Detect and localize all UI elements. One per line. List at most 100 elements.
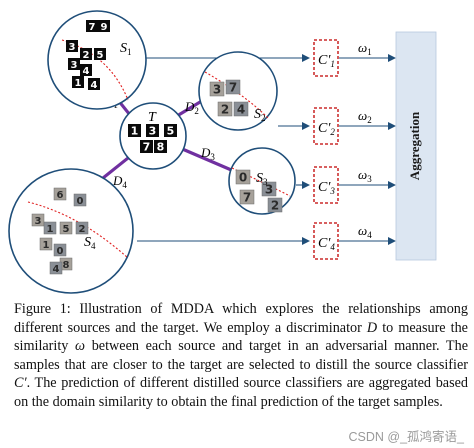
digit-glyph: 6 <box>57 190 64 201</box>
classifier-label: C′ <box>318 236 331 251</box>
digit-glyph: 8 <box>157 141 165 154</box>
digit-thumbnail <box>39 237 53 251</box>
digit-thumbnail <box>80 64 92 76</box>
digit-glyph: 4 <box>83 66 90 77</box>
digit-glyph: 8 <box>63 260 70 271</box>
weight-w2: ω2 <box>358 108 372 125</box>
digit-glyph: 7 <box>89 22 96 33</box>
digit-glyph: 0 <box>77 196 84 207</box>
classifier-sub: 4 <box>330 242 335 252</box>
classifier-label: C′ <box>318 180 331 195</box>
sample-digits: 0 37 2 <box>235 169 283 212</box>
watermark: CSDN @_孤鸿寄语_ <box>348 430 465 444</box>
svg-text:C′2: C′2 <box>318 121 335 137</box>
digit-thumbnail <box>140 140 153 153</box>
digit-thumbnail <box>72 76 84 88</box>
digit-glyph: 2 <box>83 50 90 61</box>
digit-glyph: 2 <box>271 198 279 212</box>
digit-thumbnail <box>68 58 80 70</box>
classifier-sub: 2 <box>330 127 335 137</box>
figure-caption: Figure 1: Illustration of MDDA which exp… <box>14 301 468 410</box>
digit-thumbnail <box>53 243 67 257</box>
digit-glyph: 1 <box>131 125 139 138</box>
digit-glyph: 7 <box>143 141 151 154</box>
digit-thumbnail <box>225 79 241 95</box>
digit-glyph: 1 <box>75 78 82 89</box>
digit-glyph: 1 <box>47 224 54 235</box>
digit-glyph: 3 <box>35 216 42 227</box>
digit-glyph: 3 <box>213 82 221 96</box>
digit-glyph: 5 <box>97 50 104 61</box>
digit-glyph: 5 <box>63 224 70 235</box>
digit-thumbnail <box>73 193 87 207</box>
digit-glyph: 7 <box>229 80 237 94</box>
digit-glyph: 3 <box>265 182 273 196</box>
digit-glyph: 4 <box>53 264 60 275</box>
classifier-sub: 3 <box>329 186 335 196</box>
digit-glyph: 3 <box>71 60 78 71</box>
classifier-c3: C′3 <box>313 166 339 204</box>
svg-text:C′3: C′3 <box>318 180 335 196</box>
weight-w1: ω1 <box>358 40 372 57</box>
digit-thumbnail <box>233 101 249 117</box>
classifier-sub: 1 <box>330 59 335 69</box>
digit-thumbnail <box>239 189 255 205</box>
weight-arrows <box>339 54 396 245</box>
digit-glyph: 2 <box>221 102 229 116</box>
digit-glyph: 4 <box>91 80 98 91</box>
domain-label: T <box>148 110 157 125</box>
distance-d2: D2 <box>184 99 199 116</box>
digit-glyph: 9 <box>101 22 108 33</box>
digit-glyph: 7 <box>243 190 251 204</box>
digit-thumbnail <box>86 20 98 32</box>
domain-s3: 0 37 2 S3 <box>228 147 296 215</box>
digit-thumbnail <box>94 48 106 60</box>
classifier-label: C′ <box>318 121 331 136</box>
mdda-figure: Aggregation C′1 C′2 C′3 C′4 ω1 ω2 ω3 ω4 … <box>8 10 437 294</box>
domain-label: S1 <box>120 41 132 57</box>
digit-thumbnail <box>75 221 89 235</box>
digit-thumbnail <box>59 221 73 235</box>
digit-thumbnail <box>98 20 110 32</box>
digit-thumbnail <box>128 124 141 137</box>
digit-glyph: 3 <box>69 42 76 53</box>
digit-glyph: 0 <box>239 170 247 184</box>
digit-glyph: 0 <box>57 246 64 257</box>
decision-curve <box>204 71 269 119</box>
digit-thumbnail <box>80 48 92 60</box>
svg-text:C′4: C′4 <box>318 236 335 252</box>
digit-glyph: 5 <box>167 125 175 138</box>
digit-thumbnail <box>31 213 45 227</box>
classifier-label: C′ <box>318 53 331 68</box>
weight-labels: ω1 ω2 ω3 ω4 <box>358 40 372 240</box>
classifier-c2: C′2 <box>313 107 339 145</box>
domain-label: S2 <box>254 107 266 123</box>
digit-thumbnail <box>88 78 100 90</box>
digit-thumbnail <box>66 40 78 52</box>
svg-text:C′1: C′1 <box>318 53 335 69</box>
digit-glyph: 3 <box>149 125 157 138</box>
digit-glyph: 1 <box>43 240 50 251</box>
digit-thumbnail <box>235 169 251 185</box>
digit-thumbnail <box>49 261 63 275</box>
digit-thumbnail <box>217 101 233 117</box>
digit-thumbnail <box>154 140 167 153</box>
weight-w3: ω3 <box>358 167 372 184</box>
digit-thumbnail <box>53 187 67 201</box>
distance-d4: D4 <box>112 173 127 190</box>
digit-thumbnail <box>209 81 225 97</box>
aggregation-bar <box>395 31 437 261</box>
digit-thumbnail <box>43 221 57 235</box>
digit-thumbnail <box>164 124 177 137</box>
domain-label: S3 <box>256 171 268 187</box>
domain-label: S4 <box>84 235 96 251</box>
digit-thumbnail <box>146 124 159 137</box>
classifier-c4: C′4 <box>313 222 339 260</box>
